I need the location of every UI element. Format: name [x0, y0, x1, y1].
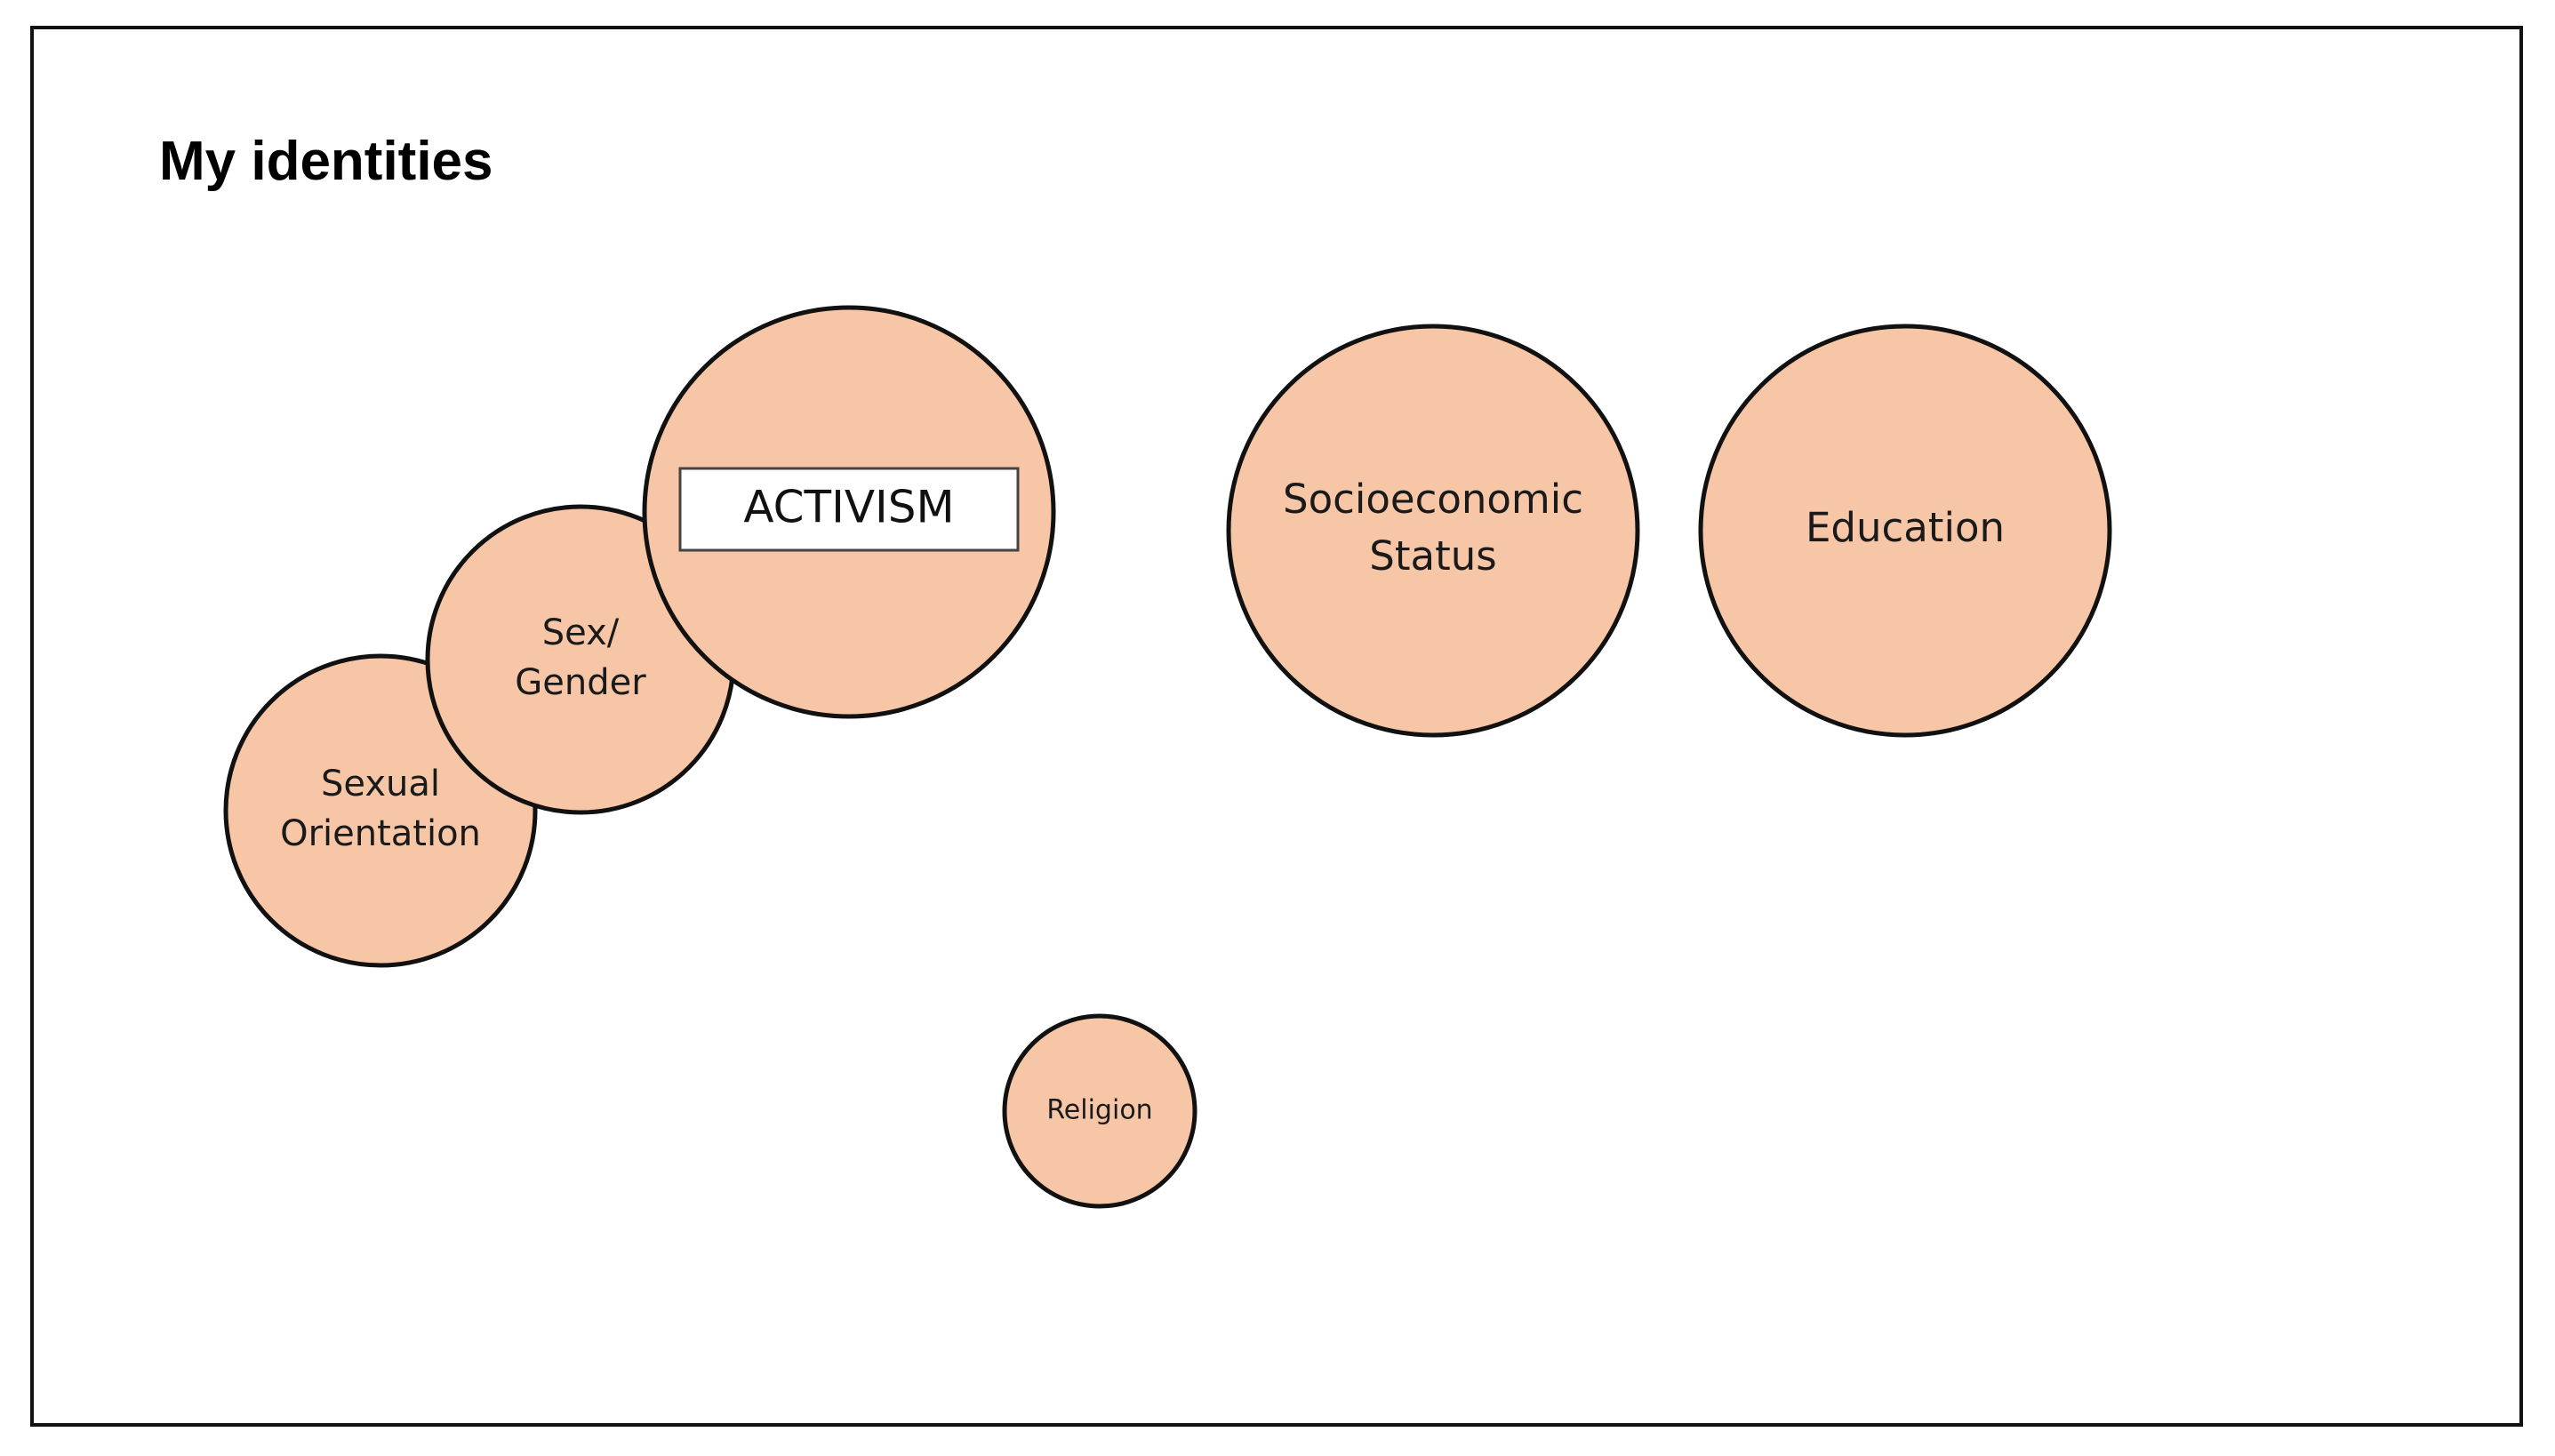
- sex-gender-label-line: Gender: [515, 662, 646, 703]
- sexual-orientation-label-line: Orientation: [280, 813, 481, 854]
- page-title: My identities: [159, 131, 493, 192]
- activism-box-rect: [678, 467, 1020, 552]
- sexual-orientation-label-line: Sexual: [321, 764, 440, 804]
- education-label-line: Education: [1806, 504, 2005, 551]
- socioeconomic-status-label-line: Socioeconomic: [1283, 476, 1583, 523]
- socioeconomic-status-bubble: [1226, 324, 1640, 738]
- religion-bubble: [1002, 1013, 1197, 1209]
- education-bubble: [1698, 324, 2112, 738]
- socioeconomic-status-label-line: Status: [1369, 532, 1496, 580]
- religion-label-line: Religion: [1046, 1095, 1152, 1126]
- activism-label-box: ACTIVISM: [678, 467, 1020, 552]
- activism-box-label: ACTIVISM: [743, 482, 954, 533]
- sex-gender-label-line: Sex/: [542, 612, 620, 653]
